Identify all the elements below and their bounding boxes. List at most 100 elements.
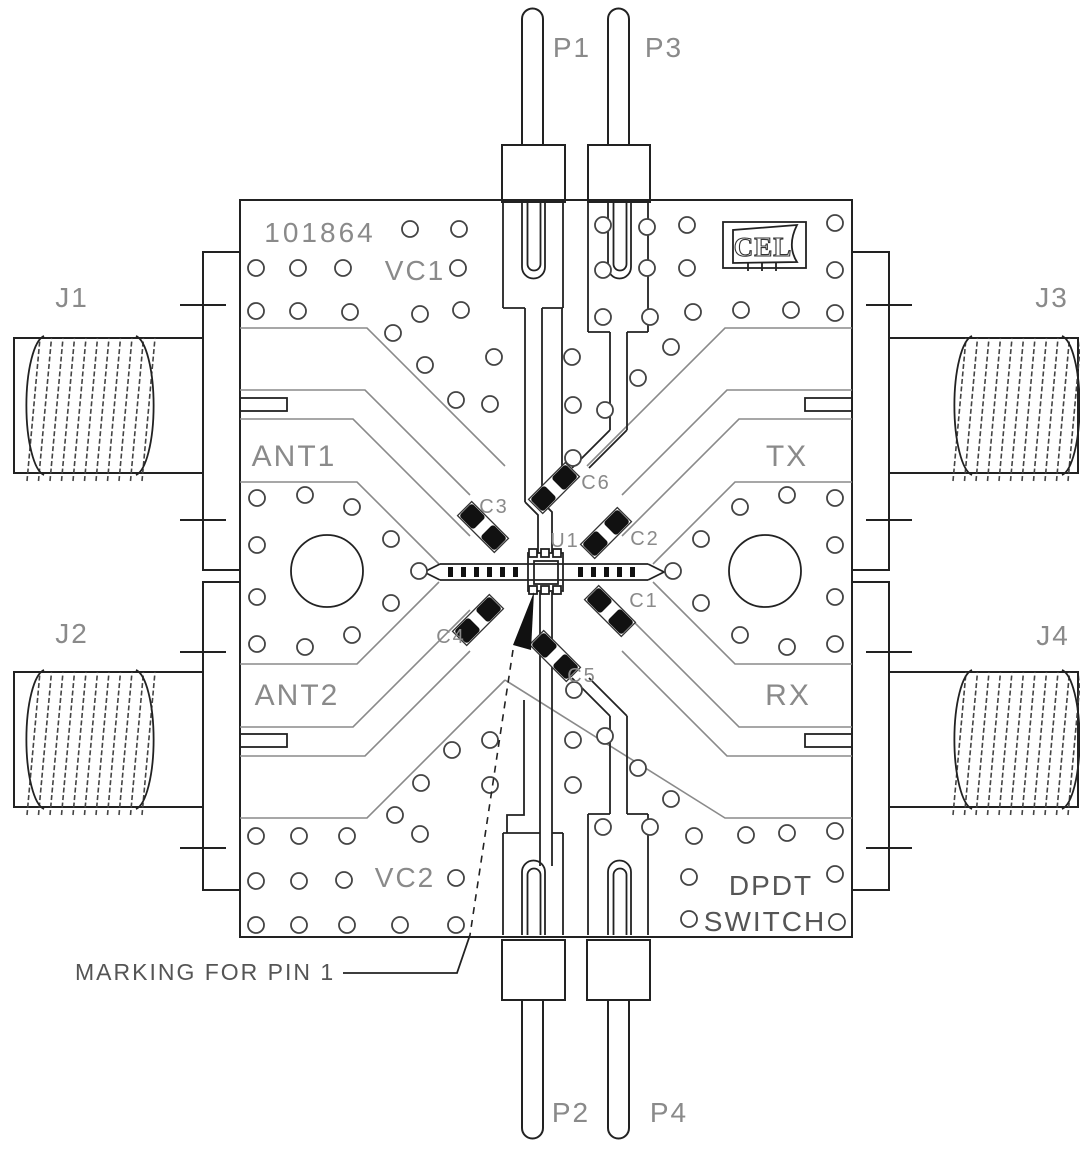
capacitor-c4 [451,593,505,647]
via [641,818,659,836]
via [594,261,612,279]
via [565,681,583,699]
thread-line [1067,340,1080,482]
thread-line [129,671,145,816]
thread-line [986,671,1002,816]
via [248,536,266,554]
edge-slots [239,397,853,748]
via [564,731,582,749]
p2-label: P2 [552,1097,590,1128]
band-tick [487,567,492,577]
connector-j2 [13,669,204,816]
connector-end-arc [25,335,45,476]
thread-hatch-j3 [952,337,1080,482]
pin-p3 [587,7,651,203]
via [737,826,755,844]
capacitor-terminal [583,531,608,556]
via [563,348,581,366]
thread-line [998,671,1013,816]
thread-line [1032,671,1048,816]
capacitor-body [583,584,637,638]
via [343,626,361,644]
via [386,806,404,824]
thread-line [952,337,967,482]
via [341,303,359,321]
thread-line [37,337,53,482]
c2-label: C2 [630,528,660,550]
thread-line [963,671,979,816]
via [485,348,503,366]
via [692,530,710,548]
flange-right-top [851,251,912,571]
connector-end-arc [135,335,155,476]
capacitor-terminal [481,525,506,550]
thread-line [1009,337,1025,482]
thread-line [998,337,1013,482]
capacitor-terminal [476,597,501,622]
mounting-hole-left [290,534,364,608]
via [596,401,614,419]
via [296,486,314,504]
via [334,259,352,277]
rx-label: RX [765,679,811,712]
p1-label: P1 [553,32,591,63]
via [680,868,698,886]
tx-label: TX [766,440,808,473]
via [289,259,307,277]
capacitor-body [527,461,581,515]
via [629,369,647,387]
band-tick [578,567,583,577]
via [290,916,308,934]
thread-line [26,337,41,482]
via [629,759,647,777]
capacitor-terminal [460,504,485,529]
thread-line [72,337,87,482]
via [680,910,698,928]
thread-line [1055,337,1071,482]
via [692,594,710,612]
c4-label: C4 [436,626,466,648]
connector-end-arc [953,669,973,810]
via [289,302,307,320]
via [452,301,470,319]
mounting-hole-right [728,534,802,608]
via [638,259,656,277]
thread-line [72,671,87,816]
thread-line [975,671,990,816]
pin1-leader-line [343,934,471,974]
capacitor-terminal [532,633,557,658]
via [481,395,499,413]
thread-line [60,671,76,816]
thread-line [106,671,122,816]
via-field [247,214,846,934]
capacitor-terminal [604,510,629,535]
thread-line [986,337,1002,482]
via [447,916,465,934]
via [481,731,499,749]
thread-line [95,671,110,816]
via [247,259,265,277]
cel-logo: CEL [722,221,807,271]
via [778,824,796,842]
connector-j4 [888,669,1080,816]
capacitor-c3 [456,500,510,554]
thread-hatch-j2 [26,671,156,816]
band-tick [513,567,518,577]
via [296,638,314,656]
via [247,916,265,934]
dpdt-caption-line2: SWITCH [704,906,826,937]
capacitors [451,461,637,683]
capacitor-terminal [608,609,633,634]
via [338,916,356,934]
capacitor-terminal [553,654,578,679]
band-tick [604,567,609,577]
via [826,304,844,322]
connector-j3 [888,335,1080,482]
thread-line [1055,671,1071,816]
capacitor-c1 [583,584,637,638]
c3-label: C3 [479,496,509,518]
thread-line [60,337,76,482]
via [826,489,844,507]
thread-line [975,337,990,482]
via [564,449,582,467]
